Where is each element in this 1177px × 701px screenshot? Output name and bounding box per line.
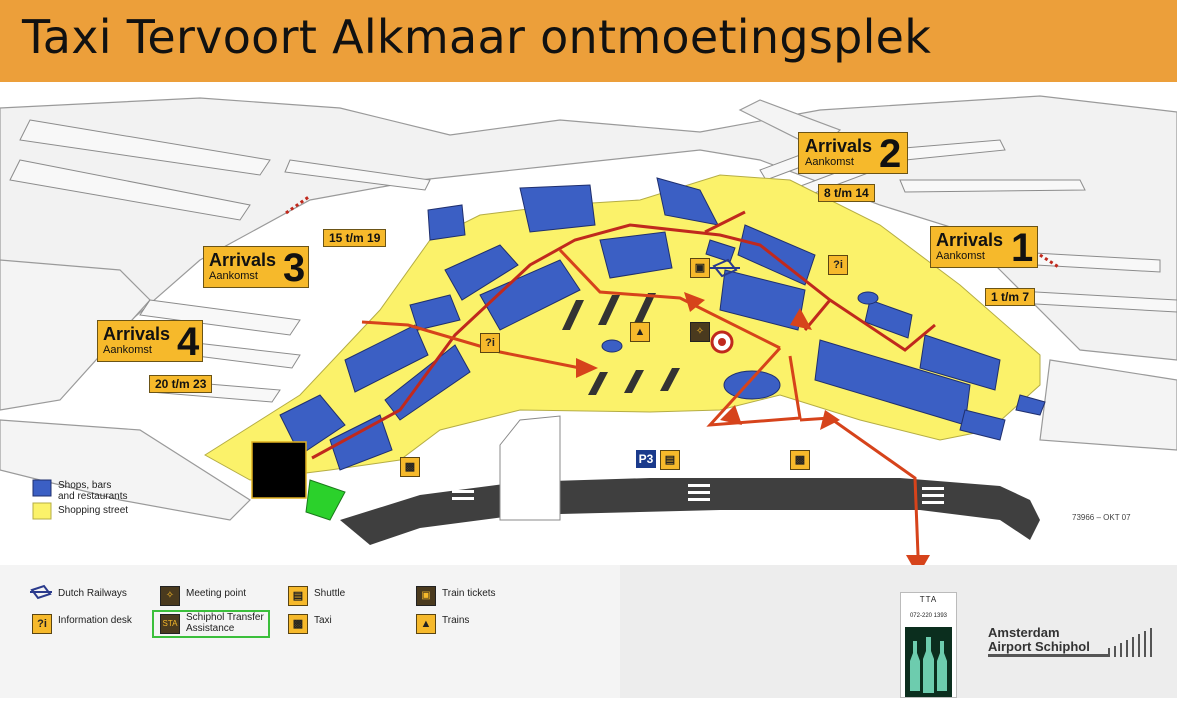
info-desk-icon-1: ?i	[480, 333, 500, 353]
road-area	[340, 415, 1040, 545]
taxi-map-icon-2: ▩	[790, 450, 810, 470]
info-desk-icon-2: ?i	[828, 255, 848, 275]
main-corridor	[311, 223, 936, 460]
reference-code: 73966 – OKT 07	[1072, 513, 1131, 522]
train-tickets-map-icon: ▣	[690, 258, 710, 278]
title-banner: Taxi Tervoort Alkmaar ontmoetingsplek	[0, 0, 1177, 82]
legend-shuttle-icon: ▤	[288, 586, 308, 606]
dutch-railways-icon	[30, 584, 52, 600]
gates-1-7-tag: 1 t/m 7	[985, 288, 1036, 306]
airport-name-line2: Airport Schiphol	[988, 639, 1090, 654]
escalators	[562, 293, 680, 395]
airport-name-line1: Amsterdam	[988, 625, 1060, 640]
arrivals-1-sign: Arrivals Aankomst 1	[930, 226, 1038, 268]
legend-meeting-point: Meeting point	[186, 588, 247, 599]
legend-shops-swatch	[32, 479, 52, 497]
sta-highlight-box	[152, 610, 270, 638]
taxi-map-icon-1: ▩	[400, 457, 420, 477]
green-area	[305, 479, 346, 521]
bottles-image	[905, 627, 952, 697]
gates-15-19-tag: 15 t/m 19	[323, 229, 387, 247]
meeting-point-box	[251, 441, 307, 499]
legend-shuttle: Shuttle	[314, 588, 346, 599]
gates-8-14-tag: 8 t/m 14	[818, 184, 875, 202]
legend-schiphol-transfer: Schiphol Transfer Assistance	[186, 612, 264, 634]
legend-taxi: Taxi	[314, 615, 332, 626]
trains-map-icon: ▲	[630, 322, 650, 342]
legend-trains-icon: ▲	[416, 614, 436, 634]
corridor-branch	[704, 210, 746, 234]
legend-shops-label: Shops, bars and restaurants	[58, 480, 128, 502]
legend-trains: Trains	[442, 615, 470, 626]
tta-phone: 072-220 1393	[909, 613, 948, 619]
shop-blocks	[279, 177, 1046, 471]
parking-p3-icon: P3	[636, 450, 656, 468]
airport-logo-bars	[988, 628, 1152, 657]
taxi-tervoort-ad: TTA 072-220 1393	[900, 592, 957, 698]
bottles-illustration	[910, 637, 947, 693]
legend-taxi-icon: ▩	[288, 614, 308, 634]
exit-markers	[285, 194, 1061, 270]
legend-sta-icon: STA	[160, 614, 180, 634]
meeting-point-map-icon	[710, 330, 734, 354]
legend-dutch-railways: Dutch Railways	[58, 588, 127, 599]
legend-train-tickets: Train tickets	[442, 588, 496, 599]
shuttle-map-icon: ▤	[660, 450, 680, 470]
arrivals-3-sign: Arrivals Aankomst 3	[203, 246, 309, 288]
legend-street-swatch	[32, 502, 52, 520]
legend-train-tickets-icon: ▣	[416, 586, 436, 606]
legend-information-desk: Information desk	[58, 615, 132, 626]
arrivals-2-sign: Arrivals Aankomst 2	[798, 132, 908, 174]
arrivals-4-sign: Arrivals Aankomst 4	[97, 320, 203, 362]
legend-shopping-street-label: Shopping street	[58, 505, 129, 516]
meeting-point-symbol-icon: ✧	[690, 322, 710, 342]
walking-route	[361, 248, 920, 556]
legend-meeting-point-icon: ✧	[160, 586, 180, 606]
railways-map-icon	[710, 258, 740, 278]
airport-name: Amsterdam Airport Schiphol	[988, 626, 1090, 654]
page-title: Taxi Tervoort Alkmaar ontmoetingsplek	[22, 10, 932, 64]
gates-20-23-tag: 20 t/m 23	[149, 375, 213, 393]
legend-info-icon: ?i	[32, 614, 52, 634]
tta-logo: TTA	[919, 595, 938, 604]
